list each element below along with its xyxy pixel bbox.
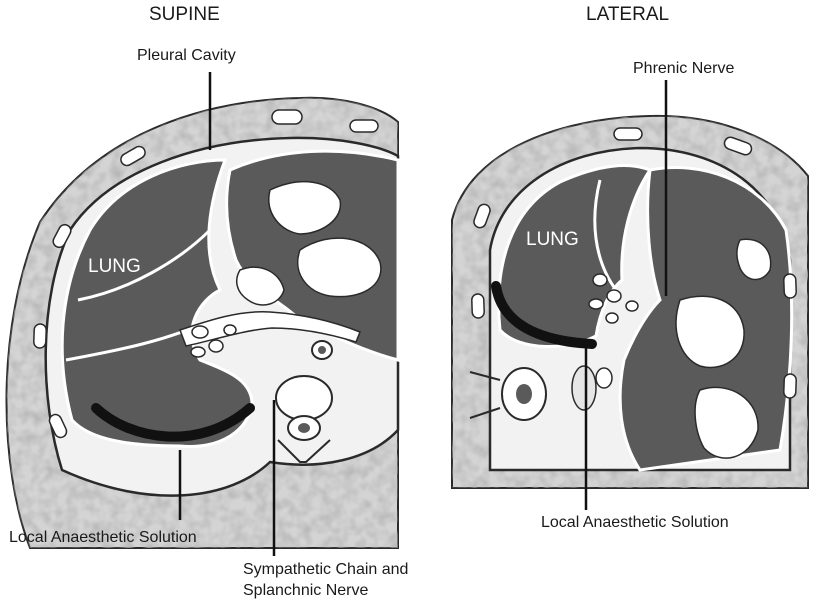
supine-anaesthetic-label: Local Anaesthetic Solution xyxy=(9,529,197,547)
sympathetic-label-line1: Sympathetic Chain and xyxy=(243,561,408,579)
supine-heart-chamber-2 xyxy=(298,238,381,297)
supine-lung-label: LUNG xyxy=(88,256,141,278)
lateral-lung-label: LUNG xyxy=(526,229,579,251)
sympathetic-label-line2: Splanchnic Nerve xyxy=(243,582,368,600)
lateral-panel xyxy=(450,80,820,510)
lateral-heading: LATERAL xyxy=(586,4,669,26)
supine-heading: SUPINE xyxy=(149,4,220,26)
supine-panel xyxy=(0,72,400,560)
phrenic-nerve-label: Phrenic Nerve xyxy=(633,60,734,78)
lateral-anaesthetic-label: Local Anaesthetic Solution xyxy=(541,514,729,532)
pleural-cavity-label: Pleural Cavity xyxy=(137,47,236,65)
